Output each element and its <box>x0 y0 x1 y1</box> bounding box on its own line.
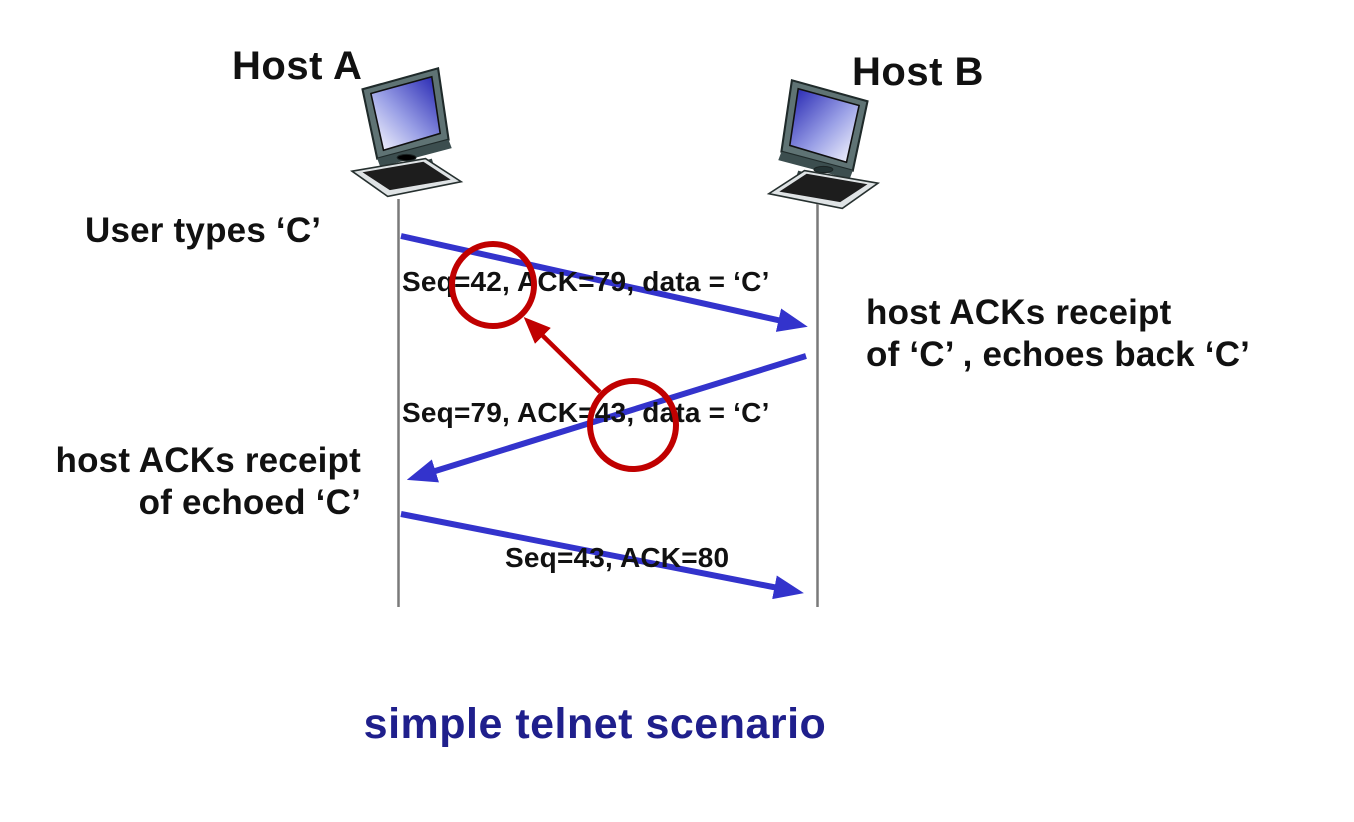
host-b-ack-line1: host ACKs receipt <box>866 293 1172 332</box>
host-b-label: Host B <box>852 50 984 94</box>
host-b-computer-icon <box>766 78 881 210</box>
host-a-ack-line2: of echoed ‘C’ <box>138 483 361 522</box>
host-a-label: Host A <box>232 44 363 88</box>
host-a-computer-icon <box>349 66 464 198</box>
message-label-seq42: Seq=42, ACK=79, data = ‘C’ <box>402 266 770 297</box>
message-label-seq43: Seq=43, ACK=80 <box>505 542 730 573</box>
host-b-ack-line2: of ‘C’ , echoes back ‘C’ <box>866 335 1251 374</box>
host-a-ack-line1: host ACKs receipt <box>55 441 361 480</box>
diagram-title: simple telnet scenario <box>363 700 827 748</box>
user-types-label: User types ‘C’ <box>85 211 322 250</box>
host-b-ack-annotation: host ACKs receipt of ‘C’ , echoes back ‘… <box>866 292 1250 376</box>
highlight-connector-arrow <box>523 316 602 394</box>
host-a-ack-annotation: host ACKs receipt of echoed ‘C’ <box>16 440 361 524</box>
message-label-seq79: Seq=79, ACK=43, data = ‘C’ <box>402 397 770 428</box>
